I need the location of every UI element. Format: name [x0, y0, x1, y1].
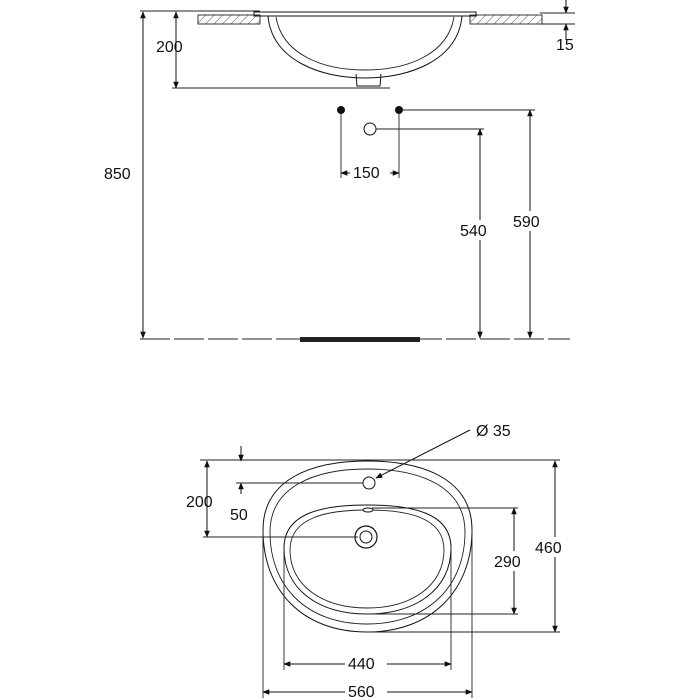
basin-inner-bowl-2	[289, 509, 445, 609]
dim-label-200-side: 200	[156, 39, 183, 56]
dim-label-15: 15	[556, 37, 574, 54]
supply-point-left	[337, 106, 345, 114]
basin-bowl-inner	[275, 16, 455, 71]
dim-label-440: 440	[348, 656, 375, 673]
dim-label-150: 150	[353, 165, 380, 182]
floor-slab	[300, 337, 420, 342]
top-view: Ø 35 200 50 290 460 440 560	[186, 423, 575, 700]
drain-outlet	[355, 73, 382, 87]
dim-label-tap-hole: Ø 35	[476, 423, 511, 440]
dim-label-460: 460	[535, 540, 562, 557]
leader-tap-hole	[375, 429, 471, 479]
dim-label-590: 590	[513, 214, 540, 231]
countertop-right	[469, 14, 543, 25]
drain-inner	[359, 530, 373, 544]
tap-hole	[362, 476, 376, 490]
overflow-slot	[362, 507, 374, 513]
dim-label-560: 560	[348, 684, 375, 700]
dim-label-200-top: 200	[186, 494, 213, 511]
dim-label-50: 50	[230, 507, 248, 524]
dim-label-850: 850	[104, 166, 131, 183]
basin-bowl	[267, 15, 463, 79]
side-view: 850 200 15 150 540 590	[104, 0, 575, 342]
dim-label-290: 290	[494, 554, 521, 571]
dim-label-540: 540	[460, 223, 487, 240]
basin-rim	[253, 11, 477, 17]
countertop-left	[197, 14, 261, 25]
waste-point	[363, 122, 377, 136]
basin-inner-bowl	[283, 504, 452, 615]
basin-rim-outline	[269, 468, 466, 625]
supply-point-right	[395, 106, 403, 114]
